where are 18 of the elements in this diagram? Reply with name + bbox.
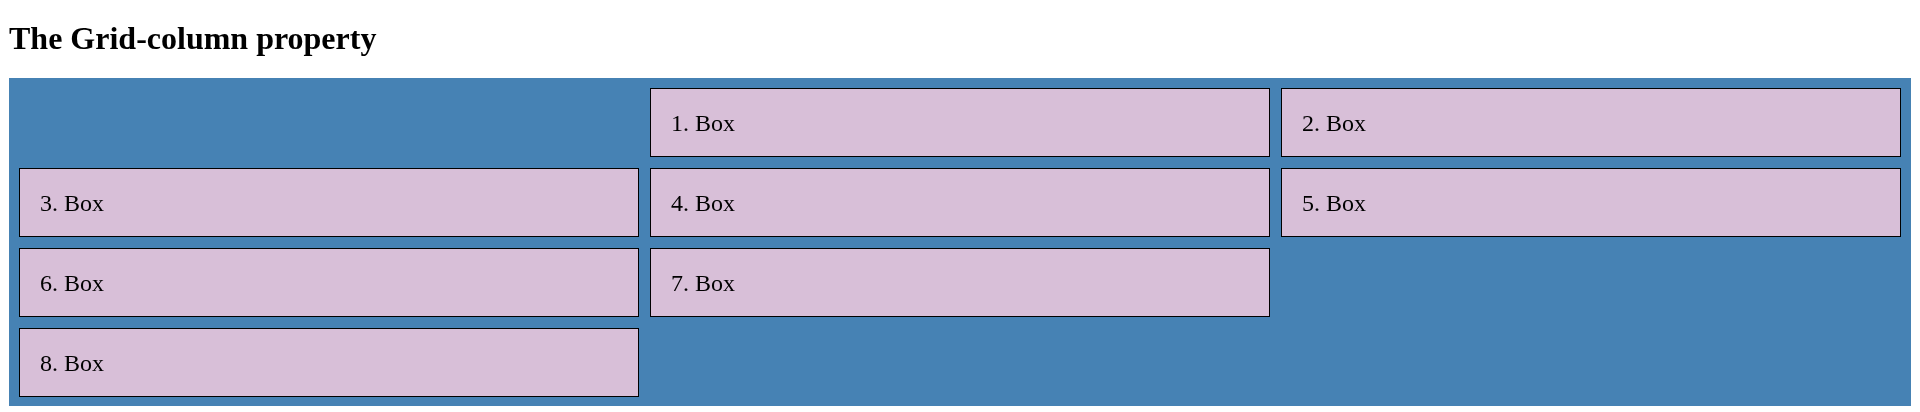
page-title: The Grid-column property bbox=[9, 19, 377, 57]
grid-item bbox=[1281, 88, 1901, 157]
item-label: 2. Box bbox=[1302, 108, 1366, 137]
item-label: 4. Box bbox=[671, 188, 735, 217]
grid-item bbox=[650, 248, 1270, 317]
item-label: 7. Box bbox=[671, 268, 735, 297]
grid-item bbox=[19, 328, 639, 397]
item-label: 8. Box bbox=[40, 348, 104, 377]
grid-container bbox=[9, 78, 1911, 406]
grid-item bbox=[1281, 168, 1901, 237]
item-label: 6. Box bbox=[40, 268, 104, 297]
grid-item bbox=[19, 248, 639, 317]
grid-item bbox=[19, 168, 639, 237]
item-label: 5. Box bbox=[1302, 188, 1366, 217]
item-label: 3. Box bbox=[40, 188, 104, 217]
grid-item bbox=[650, 168, 1270, 237]
item-label: 1. Box bbox=[671, 108, 735, 137]
grid-item bbox=[650, 88, 1270, 157]
